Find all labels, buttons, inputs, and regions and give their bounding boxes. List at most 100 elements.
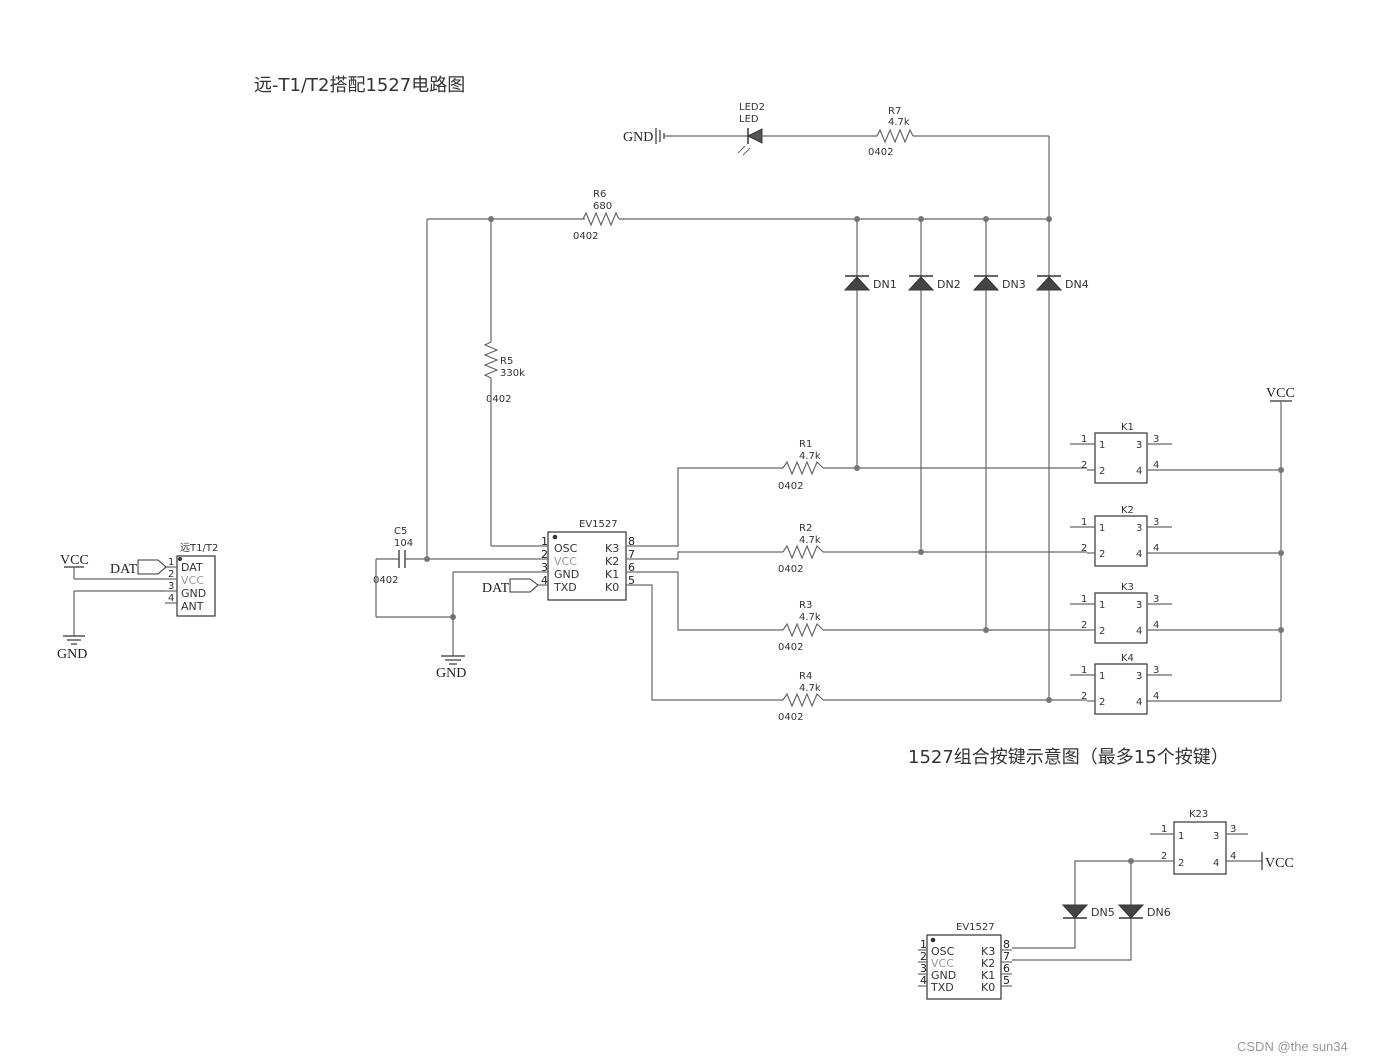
svg-text:4: 4 — [1153, 543, 1159, 554]
svg-text:1: 1 — [541, 535, 548, 548]
svg-text:DAT: DAT — [110, 562, 138, 577]
svg-text:C5: C5 — [394, 526, 407, 537]
svg-text:DN6: DN6 — [1147, 906, 1171, 919]
switch-k2: K2 1 2 3 4 1 2 3 4 — [1070, 505, 1281, 567]
svg-text:8: 8 — [1003, 938, 1010, 951]
svg-text:VCC: VCC — [1266, 386, 1295, 401]
svg-text:1: 1 — [1178, 831, 1184, 842]
resistor-r4: R4 4.7k 0402 — [778, 671, 824, 723]
svg-text:4: 4 — [541, 574, 548, 587]
svg-text:K3: K3 — [981, 945, 995, 958]
svg-text:1: 1 — [1081, 665, 1087, 676]
svg-text:K3: K3 — [1121, 582, 1134, 593]
module-name: 远T1/T2 — [180, 542, 218, 554]
svg-text:TXD: TXD — [553, 581, 577, 594]
module-pin-dat: DAT — [181, 561, 203, 574]
svg-text:1: 1 — [1081, 517, 1087, 528]
svg-text:R1: R1 — [799, 439, 812, 450]
svg-text:4: 4 — [920, 974, 927, 987]
pin1-marker — [178, 557, 182, 561]
resistor-r7: R7 4.7k 0402 — [868, 106, 914, 158]
svg-text:1: 1 — [920, 938, 927, 951]
module-body — [176, 555, 216, 617]
svg-text:R4: R4 — [799, 671, 812, 682]
led2: LED2 LED — [737, 102, 765, 156]
svg-text:4: 4 — [168, 593, 174, 604]
svg-text:R3: R3 — [799, 600, 812, 611]
svg-text:3: 3 — [1153, 665, 1159, 676]
resistor-r3: R3 4.7k 0402 — [778, 600, 824, 653]
svg-text:TXD: TXD — [930, 981, 954, 994]
svg-text:1: 1 — [1099, 440, 1105, 451]
svg-text:4: 4 — [1136, 697, 1142, 708]
svg-text:3: 3 — [1153, 594, 1159, 605]
capacitor-c5: C5 104 0402 — [373, 526, 540, 586]
svg-text:0402: 0402 — [778, 712, 803, 723]
gnd-symbol-top: GND — [623, 128, 665, 145]
switch-k4: K4 1 2 3 4 1 2 3 4 — [1070, 653, 1281, 715]
svg-text:DN3: DN3 — [1002, 278, 1026, 291]
svg-text:2: 2 — [920, 950, 927, 963]
svg-text:4.7k: 4.7k — [799, 683, 821, 694]
svg-text:2: 2 — [1161, 851, 1167, 862]
module-dat-label: DAT — [110, 559, 170, 577]
svg-text:K2: K2 — [605, 555, 619, 568]
svg-text:6: 6 — [628, 561, 635, 574]
module-pin-gnd: GND — [181, 587, 206, 600]
svg-text:1: 1 — [1081, 594, 1087, 605]
resistor-r6: R6 680 0402 — [573, 189, 620, 242]
svg-text:GND: GND — [931, 969, 956, 982]
svg-text:3: 3 — [1153, 517, 1159, 528]
diode-dn6: DN6 — [1117, 904, 1171, 919]
svg-text:K3: K3 — [605, 542, 619, 555]
svg-text:1: 1 — [1161, 824, 1167, 835]
svg-text:0402: 0402 — [778, 564, 803, 575]
watermark: CSDN @the sun34 — [1237, 1039, 1348, 1054]
svg-text:2: 2 — [541, 548, 548, 561]
svg-text:3: 3 — [920, 962, 927, 975]
svg-text:7: 7 — [628, 548, 635, 561]
svg-text:4.7k: 4.7k — [799, 451, 821, 462]
svg-text:4.7k: 4.7k — [799, 535, 821, 546]
svg-text:4: 4 — [1153, 620, 1159, 631]
ev1527-main: EV1527 1 2 3 4 OSC VCC GND TXD K3 K2 K1 … — [540, 519, 638, 601]
svg-text:3: 3 — [1136, 440, 1142, 451]
resistor-r5: R5 330k 0402 — [483, 341, 525, 405]
svg-text:LED2: LED2 — [739, 102, 765, 113]
svg-text:3: 3 — [541, 561, 548, 574]
svg-text:K23: K23 — [1189, 809, 1208, 820]
resistor-r1: R1 4.7k 0402 — [778, 439, 824, 492]
svg-text:2: 2 — [1081, 691, 1087, 702]
svg-text:R6: R6 — [593, 189, 606, 200]
svg-text:2: 2 — [168, 569, 174, 580]
svg-text:0402: 0402 — [573, 231, 598, 242]
module-gnd-symbol: GND — [57, 590, 165, 662]
module-pin-vcc: VCC — [181, 574, 204, 587]
resistor-r2: R2 4.7k 0402 — [778, 523, 824, 575]
switch-k3: K3 1 2 3 4 1 2 3 4 — [1070, 582, 1281, 644]
svg-text:DAT: DAT — [482, 581, 510, 596]
svg-text:4.7k: 4.7k — [888, 117, 910, 128]
svg-text:2: 2 — [1081, 620, 1087, 631]
vcc-rail: VCC — [1266, 386, 1295, 701]
svg-text:1: 1 — [1099, 600, 1105, 611]
svg-text:OSC: OSC — [931, 945, 955, 958]
svg-text:0402: 0402 — [373, 575, 398, 586]
svg-text:K1: K1 — [605, 568, 619, 581]
module-pin-ant: ANT — [181, 600, 204, 613]
svg-text:2: 2 — [1099, 697, 1105, 708]
ev1527-gnd-symbol: GND — [436, 655, 466, 681]
svg-text:4: 4 — [1136, 549, 1142, 560]
svg-text:2: 2 — [1099, 466, 1105, 477]
svg-text:DN2: DN2 — [937, 278, 961, 291]
svg-text:K0: K0 — [605, 581, 619, 594]
svg-text:EV1527: EV1527 — [579, 519, 618, 530]
svg-text:OSC: OSC — [554, 542, 578, 555]
svg-text:2: 2 — [1178, 858, 1184, 869]
svg-text:0402: 0402 — [868, 147, 893, 158]
svg-text:DN5: DN5 — [1091, 906, 1115, 919]
svg-text:7: 7 — [1003, 950, 1010, 963]
svg-text:330k: 330k — [500, 368, 525, 379]
svg-text:VCC: VCC — [60, 553, 89, 568]
switch-k1: K1 1 2 3 4 1 2 3 4 — [1070, 422, 1281, 484]
